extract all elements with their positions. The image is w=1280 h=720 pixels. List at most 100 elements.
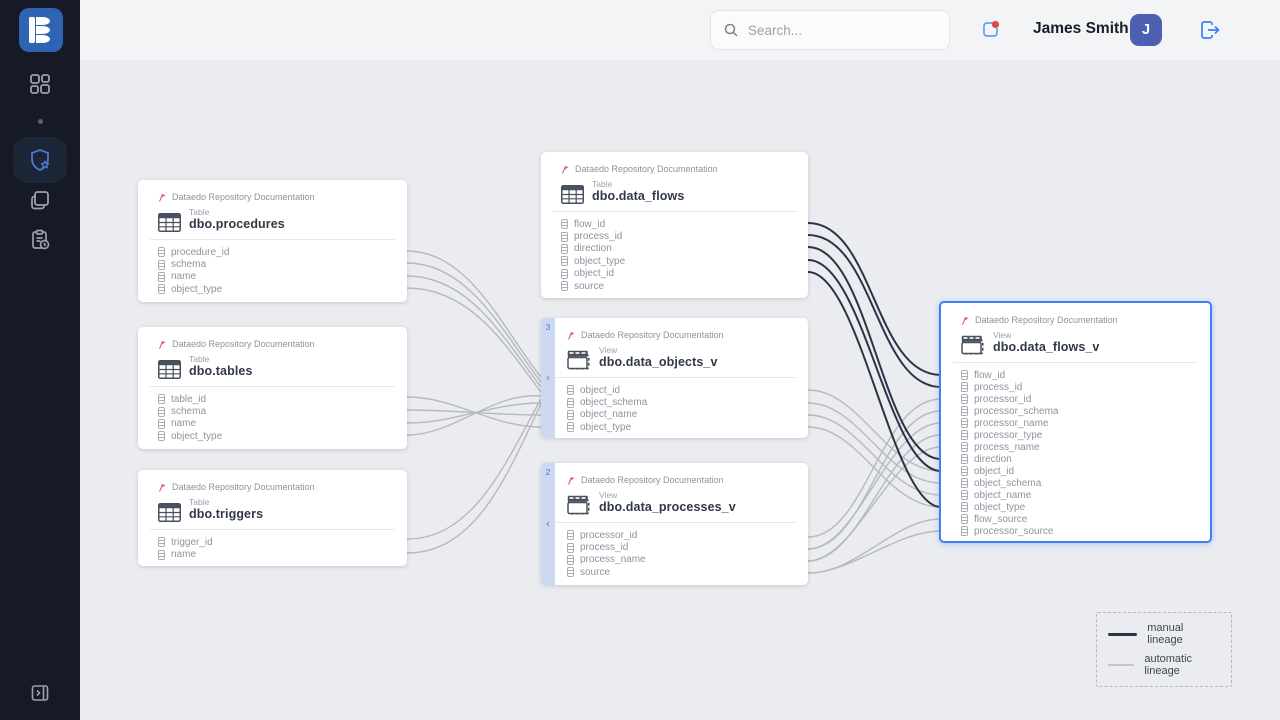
column-row[interactable]: direction xyxy=(561,243,796,255)
sidebar xyxy=(0,0,80,720)
legend-manual-row: manual lineage xyxy=(1108,622,1220,646)
column-row[interactable]: object_type xyxy=(567,421,796,433)
entity-dbo-procedures[interactable]: Dataedo Repository Documentation Table d… xyxy=(138,180,407,302)
entity-name: dbo.data_objects_v xyxy=(599,355,718,369)
entity-dbo-data-flows-v[interactable]: Dataedo Repository Documentation View db… xyxy=(939,301,1212,543)
column-row[interactable]: flow_id xyxy=(561,218,796,230)
column-icon xyxy=(961,370,968,380)
automatic-line-swatch xyxy=(1108,664,1135,666)
column-row[interactable]: table_id xyxy=(158,393,395,405)
entity-type: View xyxy=(599,490,618,500)
chevron-left-icon: ‹ xyxy=(546,518,550,530)
column-icon xyxy=(961,514,968,524)
collapse-strip[interactable]: 3 › xyxy=(541,318,555,438)
column-row[interactable]: object_type xyxy=(961,501,1198,513)
divider xyxy=(953,362,1198,363)
column-row[interactable]: object_name xyxy=(961,489,1198,501)
source-icon xyxy=(562,165,569,174)
column-row[interactable]: schema xyxy=(158,405,395,417)
column-row[interactable]: object_id xyxy=(961,465,1198,477)
column-row[interactable]: direction xyxy=(961,453,1198,465)
column-row[interactable]: source xyxy=(567,566,796,578)
search-input[interactable] xyxy=(748,22,918,38)
column-row[interactable]: object_schema xyxy=(961,477,1198,489)
column-row[interactable]: object_schema xyxy=(567,396,796,408)
column-row[interactable]: source xyxy=(561,280,796,292)
column-icon xyxy=(158,431,165,442)
collapse-strip[interactable]: 2 ‹ xyxy=(541,463,555,585)
column-icon xyxy=(158,394,165,405)
entity-dbo-triggers[interactable]: Dataedo Repository Documentation Table d… xyxy=(138,470,407,566)
column-icon xyxy=(158,418,165,429)
column-name: processor_id xyxy=(974,393,1032,405)
column-icon xyxy=(567,409,574,420)
entity-type: View xyxy=(599,345,618,355)
column-name: object_type xyxy=(171,430,223,442)
logout-button[interactable] xyxy=(1200,21,1220,39)
column-row[interactable]: flow_source xyxy=(961,513,1198,525)
column-icon xyxy=(561,219,568,230)
sidebar-item-lineage[interactable] xyxy=(0,138,80,182)
dataedo-logo[interactable] xyxy=(19,8,63,52)
entity-source: Dataedo Repository Documentation xyxy=(575,164,718,174)
column-row[interactable]: name xyxy=(158,418,395,430)
entity-dbo-data-flows[interactable]: Dataedo Repository Documentation Table d… xyxy=(541,152,808,298)
column-icon xyxy=(961,442,968,452)
column-row[interactable]: trigger_id xyxy=(158,536,395,548)
table-icon xyxy=(158,360,181,379)
column-row[interactable]: object_type xyxy=(158,283,395,295)
column-row[interactable]: object_id xyxy=(567,384,796,396)
column-row[interactable]: flow_id xyxy=(961,369,1198,381)
entity-type: Table xyxy=(592,179,613,189)
sidebar-item-tasks[interactable] xyxy=(0,218,80,262)
column-name: schema xyxy=(171,259,207,271)
manual-line-swatch xyxy=(1108,632,1138,636)
column-row[interactable]: process_name xyxy=(961,441,1198,453)
column-name: direction xyxy=(574,243,612,255)
column-row[interactable]: process_id xyxy=(567,541,796,553)
column-name: name xyxy=(171,271,197,283)
sidebar-item-documents[interactable] xyxy=(0,178,80,222)
column-icon xyxy=(561,268,568,279)
column-name: direction xyxy=(974,453,1012,465)
entity-dbo-data-objects-v[interactable]: 3 › Dataedo Repository Documentation Vie… xyxy=(541,318,808,438)
column-row[interactable]: process_id xyxy=(961,381,1198,393)
column-row[interactable]: object_type xyxy=(158,430,395,442)
legend-automatic-row: automatic lineage xyxy=(1108,653,1220,677)
avatar[interactable]: J xyxy=(1130,14,1162,46)
column-row[interactable]: processor_id xyxy=(961,393,1198,405)
expand-sidebar-button[interactable] xyxy=(28,681,52,705)
column-row[interactable]: processor_source xyxy=(961,525,1198,537)
column-row[interactable]: schema xyxy=(158,258,395,270)
column-row[interactable]: process_name xyxy=(567,554,796,566)
notification-icon xyxy=(983,20,1000,37)
column-icon xyxy=(158,537,165,548)
sidebar-item-dashboard[interactable] xyxy=(0,62,80,106)
column-row[interactable]: processor_name xyxy=(961,417,1198,429)
logout-icon xyxy=(1201,21,1220,39)
column-row[interactable]: object_id xyxy=(561,268,796,280)
entity-type: Table xyxy=(189,354,210,364)
table-icon xyxy=(561,185,584,204)
column-row[interactable]: name xyxy=(158,548,395,560)
search-box[interactable] xyxy=(710,10,950,50)
entity-name: dbo.triggers xyxy=(189,507,264,521)
column-row[interactable]: processor_type xyxy=(961,429,1198,441)
user-name[interactable]: James Smith xyxy=(1033,20,1129,37)
column-name: object_type xyxy=(574,255,626,267)
column-name: flow_source xyxy=(974,513,1028,525)
column-row[interactable]: process_id xyxy=(561,230,796,242)
column-row[interactable]: object_type xyxy=(561,255,796,267)
column-row[interactable]: object_name xyxy=(567,409,796,421)
entity-name: dbo.data_flows xyxy=(592,189,685,203)
notification-button[interactable] xyxy=(978,18,1002,42)
column-row[interactable]: processor_schema xyxy=(961,405,1198,417)
entity-dbo-tables[interactable]: Dataedo Repository Documentation Table d… xyxy=(138,327,407,449)
column-row[interactable]: name xyxy=(158,271,395,283)
entity-dbo-data-processes-v[interactable]: 2 ‹ Dataedo Repository Documentation Vie… xyxy=(541,463,808,585)
column-icon xyxy=(567,567,574,578)
column-row[interactable]: processor_id xyxy=(567,529,796,541)
column-row[interactable]: procedure_id xyxy=(158,246,395,258)
entity-source: Dataedo Repository Documentation xyxy=(975,315,1118,325)
sidebar-dot-indicator xyxy=(38,119,43,124)
